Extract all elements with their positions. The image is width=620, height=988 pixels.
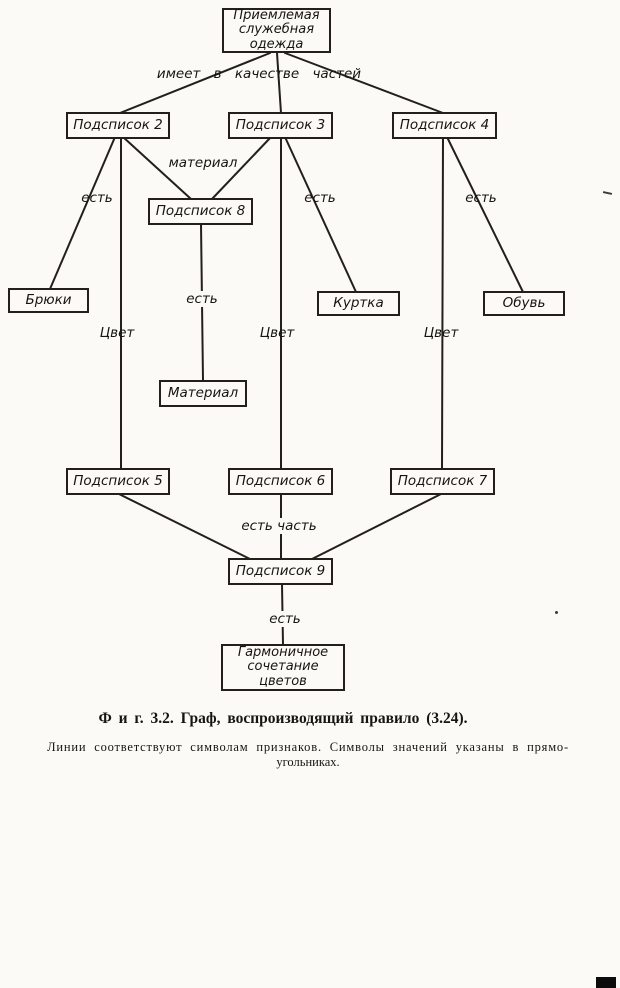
edge-root-sub2 [119,52,271,114]
node-label: Подсписок 4 [399,116,490,133]
edge-label-has-parts: имеет в качестве частей [156,66,362,82]
figure-footnote: Линии соответствуют символам признаков. … [2,740,614,770]
edge-sub7-sub9 [311,493,442,560]
edge-label-est-material: есть [183,291,221,307]
node-label: Подсписок 9 [235,562,326,579]
node-sub3: Подсписок 3 [228,112,333,139]
node-sub4: Подсписок 4 [392,112,497,139]
edge-root-sub3 [276,52,282,114]
node-harmony: Гармоничное сочетание цветов [221,644,345,691]
node-material: Материал [159,380,247,407]
node-label: Подсписок 3 [235,116,326,133]
edge-label-est-bryuki: есть [81,190,113,206]
node-label: Подсписок 8 [155,202,246,219]
edge-label-cvet-mid: Цвет [259,325,295,341]
node-sub9: Подсписок 9 [228,558,333,585]
edge-sub4-obuv [446,136,524,293]
edge-label-material: материал [168,155,238,171]
node-label: Приемлемая служебная одежда [233,7,320,52]
edge-sub2-sub8 [122,136,192,200]
node-label: Подсписок 5 [73,472,163,489]
node-sub2: Подсписок 2 [66,112,170,139]
node-root: Приемлемая служебная одежда [222,8,331,53]
node-kurtka: Куртка [317,291,400,316]
edge-label-cvet-right: Цвет [423,325,459,341]
node-sub6: Подсписок 6 [228,468,333,495]
node-sub8: Подсписок 8 [148,198,253,225]
edge-label-cvet-left: Цвет [99,325,135,341]
node-label: Гармоничное сочетание цветов [237,644,329,689]
node-sub5: Подсписок 5 [66,468,170,495]
scan-speck-dot [555,611,558,614]
edge-sub3-sub8 [211,136,272,200]
page-corner-mark [596,977,616,988]
figure-caption: Ф и г. 3.2. Граф, воспроизводящий правил… [98,710,468,727]
node-label: Подсписок 2 [73,116,163,133]
edge-label-est-kurtka: есть [304,190,336,206]
node-bryuki: Брюки [8,288,89,313]
node-label: Брюки [25,291,72,308]
edge-label-est-chast: есть часть [238,518,320,534]
footnote-line-2: угольниках. [276,755,340,769]
edge-label-est-harmony: есть [266,611,304,627]
edge-sub4-sub7 [441,136,444,470]
edge-sub5-sub9 [118,493,251,560]
edge-sub2-bryuki [49,136,116,290]
edge-label-est-obuv: есть [465,190,497,206]
footnote-line-1: Линии соответствуют символам признаков. … [47,740,569,754]
node-label: Обувь [502,294,546,311]
node-label: Подсписок 7 [397,472,488,489]
edge-sub3-kurtka [284,136,357,293]
node-label: Материал [167,384,239,401]
node-label: Подсписок 6 [235,472,326,489]
edge-root-sub4 [284,52,444,114]
node-label: Куртка [333,294,384,311]
node-obuv: Обувь [483,291,565,316]
node-sub7: Подсписок 7 [390,468,495,495]
